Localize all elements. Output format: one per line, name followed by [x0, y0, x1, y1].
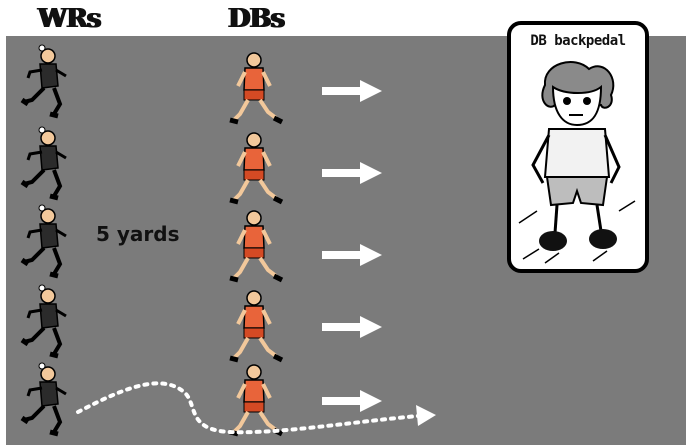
db-figure-3-icon: [224, 208, 286, 288]
db-figure-5-icon: [224, 362, 286, 442]
db-figure-4-icon: [224, 288, 286, 368]
wr-column-header: WRs: [38, 4, 100, 34]
db-figure-1-icon: [224, 50, 286, 130]
distance-label: 5 yards: [96, 222, 180, 246]
right-arrow-5-icon: [320, 388, 384, 414]
backpedal-inset-card: DB backpedal: [507, 21, 649, 273]
db-column-header: DBs: [228, 4, 284, 34]
backpedal-illustration-icon: [515, 55, 641, 269]
wr-figure-2-icon: [20, 124, 82, 202]
wr-figure-3-icon: [20, 202, 82, 280]
wr-figure-1-icon: [20, 42, 82, 120]
inset-title: DB backpedal: [511, 33, 645, 49]
db-figure-2-icon: [224, 130, 286, 210]
wr-figure-5-icon: [20, 360, 82, 438]
right-arrow-1-icon: [320, 78, 384, 104]
wr-figure-4-icon: [20, 282, 82, 360]
right-arrow-3-icon: [320, 242, 384, 268]
right-arrow-2-icon: [320, 160, 384, 186]
right-arrow-4-icon: [320, 314, 384, 340]
